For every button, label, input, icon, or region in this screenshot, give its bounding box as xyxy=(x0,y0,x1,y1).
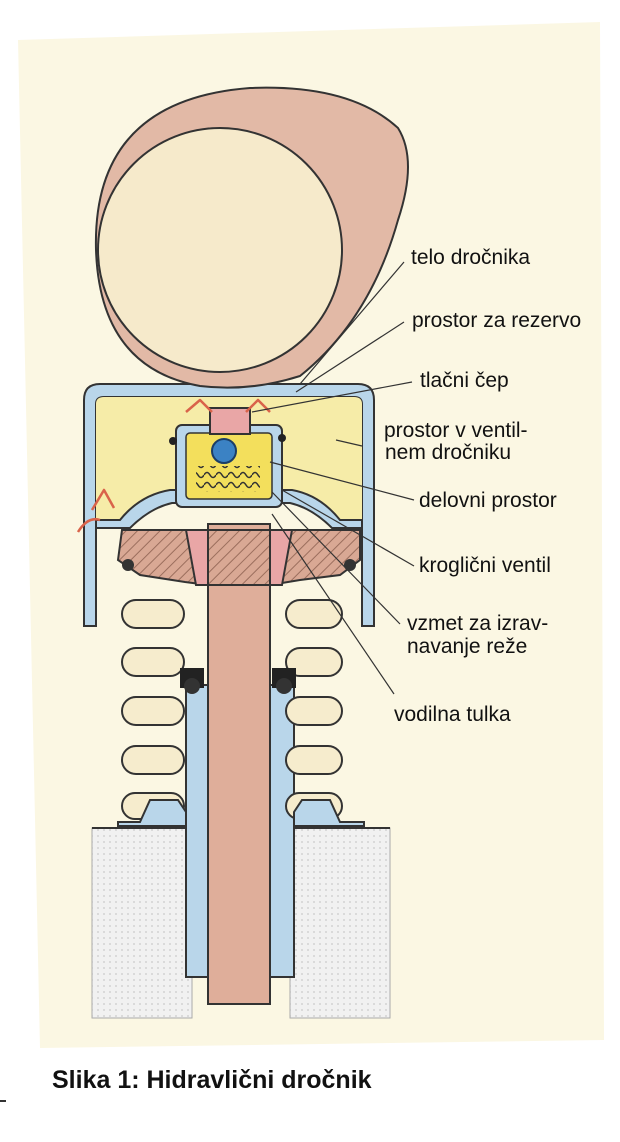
ball-icon xyxy=(211,438,237,464)
spring-seat-left xyxy=(117,799,187,827)
label-prostor-v-ventilnem-2: nem dročniku xyxy=(385,441,512,464)
pressure-plug xyxy=(209,407,251,435)
margin-tick xyxy=(0,1100,6,1102)
cylinder-head-right xyxy=(289,827,391,1019)
valve-collet-left xyxy=(184,529,209,586)
label-prostor-v-ventilnem-1: prostor v ventil- xyxy=(384,419,528,442)
valve-collet-right xyxy=(269,529,294,586)
label-vzmet-2: navanje reže xyxy=(407,635,528,658)
label-telo-drocnika: telo dročnika xyxy=(411,246,531,269)
cylinder-head-left xyxy=(91,827,193,1019)
label-prostor-za-rezervo: prostor za rezervo xyxy=(412,309,582,332)
camshaft-base-circle xyxy=(97,127,343,373)
figure-caption: Slika 1: Hidravlični dročnik xyxy=(52,1066,372,1094)
valve-spring-left xyxy=(121,599,185,820)
label-delovni-prostor: delovni prostor xyxy=(419,489,557,512)
valve-guide-sleeve-right xyxy=(267,684,295,978)
oil-flow-arrow-icon xyxy=(76,398,271,533)
leader-lines xyxy=(251,261,415,695)
compensation-spring xyxy=(196,466,260,492)
label-tlacni-cep: tlačni čep xyxy=(420,369,509,392)
valve-stem xyxy=(207,523,271,1005)
spring-retainer xyxy=(116,529,361,586)
label-kroglicni-ventil: kroglični ventil xyxy=(419,554,551,577)
label-vzmet-1: vzmet za izrav- xyxy=(407,612,549,635)
spring-seat-right xyxy=(293,799,365,827)
label-vodilna-tulka: vodilna tulka xyxy=(394,703,511,726)
